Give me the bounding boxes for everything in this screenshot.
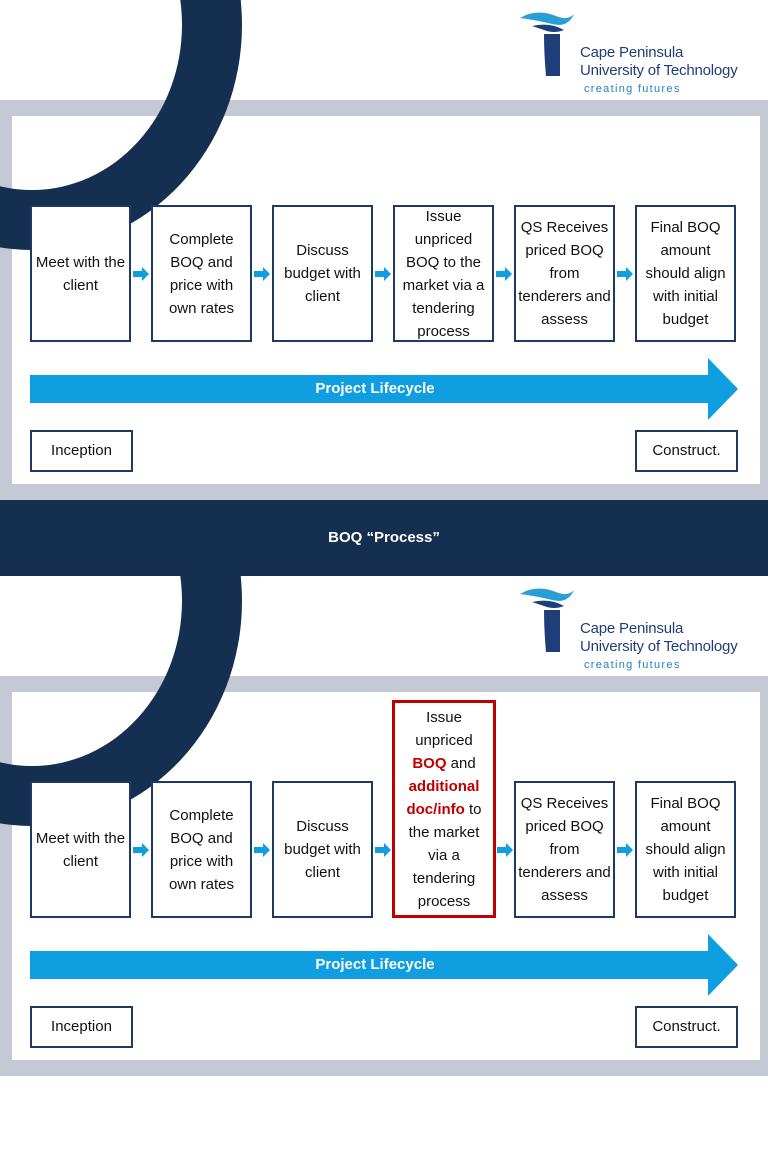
logo-line-2: University of Technology (580, 638, 738, 655)
logo-tagline: creating futures (584, 659, 681, 671)
step-arrow-icon (254, 843, 270, 857)
lifecycle-arrow (30, 358, 738, 420)
lifecycle-label: Project Lifecycle (315, 956, 435, 973)
cput-logo: Cape Peninsula University of Technology … (516, 580, 766, 676)
process-step: Issue unpriced BOQ to the market via a t… (393, 205, 494, 342)
process-step: Meet with the client (30, 781, 131, 918)
step-arrow-icon (375, 843, 391, 857)
construct-label: Construct. (635, 1006, 738, 1048)
process-step: QS Receives priced BOQ from tenderers an… (514, 205, 615, 342)
cput-logo: Cape Peninsula University of Technology … (516, 4, 766, 100)
process-step: Final BOQ amount should align with initi… (635, 781, 736, 918)
step-arrow-icon (496, 267, 512, 281)
process-step: Complete BOQ and price with own rates (151, 205, 252, 342)
step-arrow-icon (254, 267, 270, 281)
step-arrow-icon (133, 843, 149, 857)
inception-label: Inception (30, 430, 133, 472)
process-step: Complete BOQ and price with own rates (151, 781, 252, 918)
slide-2: Cape Peninsula University of Technology … (0, 576, 768, 1152)
process-step: Meet with the client (30, 205, 131, 342)
lifecycle-label: Project Lifecycle (315, 380, 435, 397)
highlighted-process-step: Issue unpriced BOQ and additional doc/in… (392, 700, 496, 918)
inception-label: Inception (30, 1006, 133, 1048)
logo-swoosh-icon (520, 588, 574, 652)
logo-tagline: creating futures (584, 83, 681, 95)
logo-swoosh-icon (520, 12, 574, 76)
process-step: Final BOQ amount should align with initi… (635, 205, 736, 342)
step-arrow-icon (375, 267, 391, 281)
slide-caption: BOQ “Process” (0, 500, 768, 576)
process-step: QS Receives priced BOQ from tenderers an… (514, 781, 615, 918)
logo-line-2: University of Technology (580, 62, 738, 79)
step-arrow-icon (133, 267, 149, 281)
step-arrow-icon (497, 843, 513, 857)
process-step: Discuss budget with client (272, 205, 373, 342)
construct-label: Construct. (635, 430, 738, 472)
slide-1: Cape Peninsula University of Technology … (0, 0, 768, 576)
step-arrow-icon (617, 267, 633, 281)
step-arrow-icon (617, 843, 633, 857)
logo-line-1: Cape Peninsula (580, 44, 684, 61)
process-step: Discuss budget with client (272, 781, 373, 918)
logo-line-1: Cape Peninsula (580, 620, 684, 637)
lifecycle-arrow (30, 934, 738, 996)
